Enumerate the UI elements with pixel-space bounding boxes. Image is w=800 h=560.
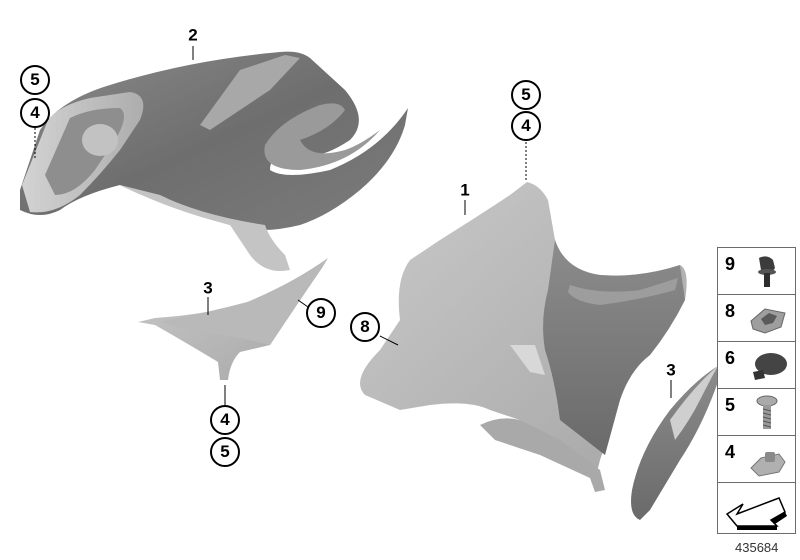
legend-number: 5 [725, 395, 736, 415]
callout-9: 9 [306, 298, 336, 328]
legend-number: 9 [725, 254, 736, 274]
callout-4-bottom: 4 [210, 405, 240, 435]
legend-item-4[interactable]: 4 [718, 436, 795, 483]
legend-item-6[interactable]: 6 [718, 342, 795, 389]
speed-nut-icon [750, 452, 786, 477]
callout-5-top-left: 5 [20, 65, 50, 95]
legend-item-5[interactable]: 5 [718, 389, 795, 436]
part-2-fairing [20, 46, 408, 271]
legend-number: 8 [725, 301, 736, 321]
part-label-3-right: 3 [666, 360, 676, 380]
clip-nut-icon [750, 308, 786, 334]
callout-8: 8 [350, 312, 380, 342]
callout-5-bottom: 5 [210, 437, 240, 467]
diagram-id: 435684 [735, 540, 779, 555]
screw-icon [756, 395, 778, 429]
part-3-lower-trim-left [138, 258, 328, 405]
legend-number: 4 [725, 442, 736, 462]
part-3-trim-strip-right [631, 366, 720, 520]
part-1-side-panel [360, 142, 687, 492]
fastener-legend: 9 8 6 5 4 [717, 247, 796, 534]
part-label-2: 2 [188, 25, 198, 45]
callout-4-top-left: 4 [20, 98, 50, 128]
legend-number: 6 [725, 348, 736, 368]
legend-item-9[interactable]: 9 [718, 248, 795, 295]
callout-4-top-right: 4 [511, 111, 541, 141]
part-label-1: 1 [460, 180, 470, 200]
rubber-grommet-icon [753, 353, 787, 380]
callout-5-top-right: 5 [511, 80, 541, 110]
arrow-left-down-icon [725, 497, 787, 530]
push-rivet-icon [758, 256, 776, 287]
legend-item-arrow[interactable] [718, 483, 795, 533]
part-label-3-left: 3 [203, 278, 213, 298]
legend-item-8[interactable]: 8 [718, 295, 795, 342]
